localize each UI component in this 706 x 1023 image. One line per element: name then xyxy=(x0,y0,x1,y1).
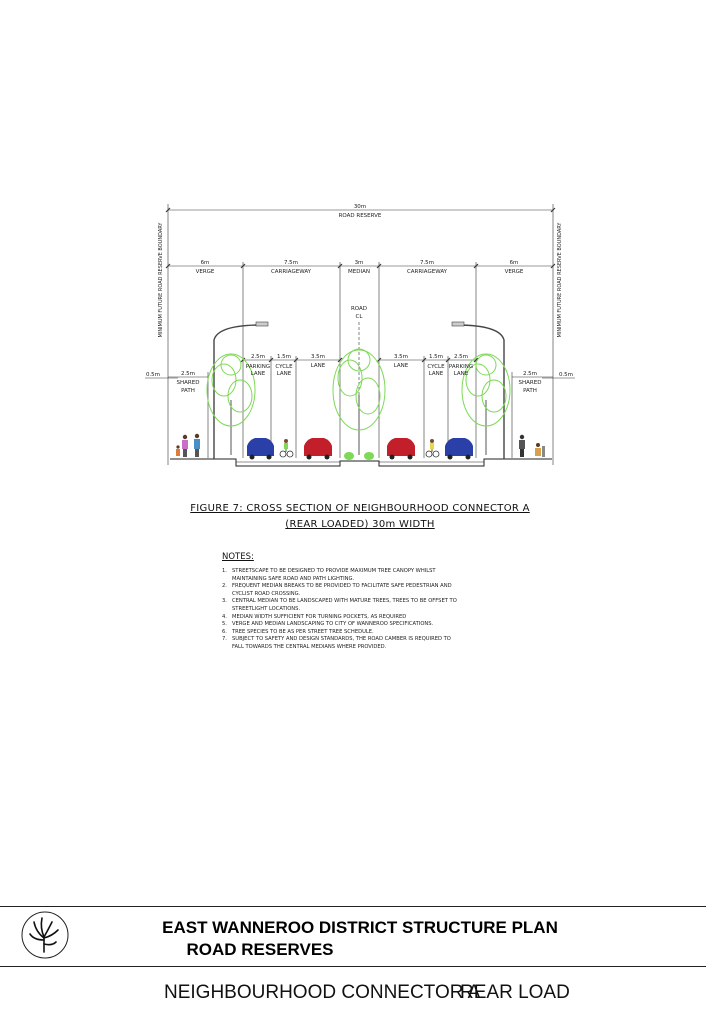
wanneroo-logo-icon xyxy=(21,911,69,959)
figure-caption-line2: (REAR LOADED) 30m WIDTH xyxy=(285,519,435,530)
car-blue-right xyxy=(445,438,473,460)
dim-seg-0: 6m xyxy=(201,260,210,266)
lane-left-1-label1: PARKING xyxy=(246,364,270,370)
dim-seg-1: 7.5m xyxy=(284,260,298,266)
note-item: 7.SUBJECT TO SAFETY AND DESIGN STANDARDS… xyxy=(222,636,451,650)
lane-left-3-value: 3.5m xyxy=(311,354,325,360)
dim-seg-1-label: CARRIAGEWAY xyxy=(271,269,312,275)
boundary-label-left: MINIMUM FUTURE ROAD RESERVE BOUNDARY xyxy=(158,222,164,338)
pedestrians-right xyxy=(519,434,545,457)
note-item: 6.TREE SPECIES TO BE AS PER STREET TREE … xyxy=(222,628,374,635)
lane-left-2-value: 1.5m xyxy=(277,354,291,360)
lane-right-2-value: 2.5m xyxy=(454,354,468,360)
dim-seg-4: 6m xyxy=(510,260,519,266)
lane-right-1-value: 1.5m xyxy=(429,354,443,360)
car-red-right xyxy=(387,438,415,460)
figure-caption-line1: FIGURE 7: CROSS SECTION OF NEIGHBOURHOOD… xyxy=(190,503,530,514)
street-tree-left xyxy=(206,353,256,455)
title-line1: EAST WANNEROO DISTRICT STRUCTURE PLAN xyxy=(162,918,558,937)
lane-right-0-value: 3.5m xyxy=(394,354,408,360)
note-item: 4.MEDIAN WIDTH SUFFICIENT FOR TURNING PO… xyxy=(222,613,407,620)
lane-right-3-value: 2.5m xyxy=(523,371,537,377)
street-tree-right xyxy=(461,353,511,455)
note-item: 3.CENTRAL MEDIAN TO BE LANDSCAPED WITH M… xyxy=(222,598,457,612)
lane-left-2-label2: LANE xyxy=(277,371,292,377)
dim-total-label: ROAD RESERVE xyxy=(339,213,382,219)
edge-right: 0.5m xyxy=(559,372,573,378)
lane-right-2-label2: LANE xyxy=(454,371,469,377)
dim-total: 30m xyxy=(354,204,366,210)
road-cl-label: ROAD xyxy=(351,306,367,312)
title-block-mid-rule xyxy=(0,966,706,967)
lane-left-0-value: 2.5m xyxy=(181,371,195,377)
lane-right-1-label2: LANE xyxy=(429,371,444,377)
note-item: 1.STREETSCAPE TO BE DESIGNED TO PROVIDE … xyxy=(222,568,436,582)
car-blue-left xyxy=(247,438,274,460)
lane-left-0-label1: SHARED xyxy=(177,380,200,386)
lane-left-1-value: 2.5m xyxy=(251,354,265,360)
title-line2: ROAD RESERVES xyxy=(186,940,334,959)
car-red-left xyxy=(304,438,332,460)
dim-seg-4-label: VERGE xyxy=(505,269,524,275)
note-item: 2.FREQUENT MEDIAN BREAKS TO BE PROVIDED … xyxy=(222,583,452,597)
lane-right-2-label1: PARKING xyxy=(449,364,473,370)
edge-left: 0.5m xyxy=(146,372,160,378)
pedestrians-left xyxy=(176,433,200,457)
note-item: 5.VERGE AND MEDIAN LANDSCAPING TO CITY O… xyxy=(222,621,434,628)
lane-right-1-label1: CYCLE xyxy=(427,364,445,370)
lane-left-3-label1: LANE xyxy=(311,363,326,369)
subtitle-right: REAR LOAD xyxy=(460,982,570,1003)
boundary-label-right: MINIMUM FUTURE ROAD RESERVE BOUNDARY xyxy=(557,222,563,338)
lane-left-0-label2: PATH xyxy=(181,388,195,394)
dim-seg-3-label: CARRIAGEWAY xyxy=(407,269,448,275)
notes-list: 1.STREETSCAPE TO BE DESIGNED TO PROVIDE … xyxy=(222,568,462,652)
lane-right-0-label1: LANE xyxy=(394,363,409,369)
notes-title: NOTES: xyxy=(222,552,254,562)
lane-left-2-label1: CYCLE xyxy=(275,364,293,370)
dim-seg-0-label: VERGE xyxy=(196,269,215,275)
dim-seg-3: 7.5m xyxy=(420,260,434,266)
dim-seg-2: 3m xyxy=(355,260,364,266)
median-tree xyxy=(332,348,386,455)
lane-right-3-label2: PATH xyxy=(523,388,537,394)
subtitle-left: NEIGHBOURHOOD CONNECTOR A xyxy=(164,982,481,1003)
lane-right-3-label1: SHARED xyxy=(519,380,542,386)
road-cl-label-2: CL xyxy=(356,314,364,320)
title-block-top-rule xyxy=(0,906,706,907)
lane-left-1-label2: LANE xyxy=(251,371,266,377)
dim-seg-2-label: MEDIAN xyxy=(348,269,370,275)
